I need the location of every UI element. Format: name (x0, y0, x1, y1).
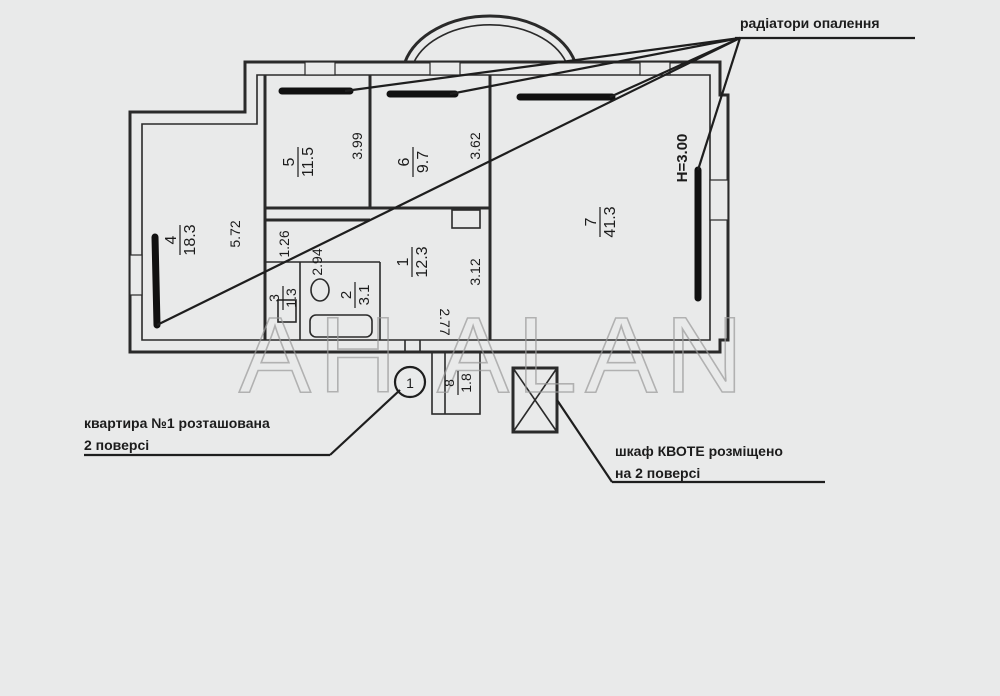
room-3-label: 3 1.3 (266, 286, 299, 310)
room-5-label: 5 11.5 (281, 147, 317, 177)
dimension-3-99: 3.99 (349, 132, 365, 159)
radiator-leaders (156, 36, 915, 326)
radiators-legend-label: радіатори опалення (740, 15, 880, 31)
room-number: 3 (266, 294, 282, 302)
room-2-label: 2 3.1 (338, 282, 373, 308)
bathroom-fixtures (277, 278, 373, 338)
room-area: 1.3 (283, 288, 299, 308)
room-number: 1 (395, 257, 412, 266)
dimension-1-26: 1.26 (276, 230, 292, 257)
ceiling-height: H=3.00 (674, 134, 691, 183)
room-4-label: 4 18.3 (163, 224, 199, 255)
room-number: 6 (396, 157, 413, 166)
room-number: 8 (441, 379, 457, 387)
windows (129, 61, 729, 296)
outer-wall (128, 60, 730, 354)
radiator-room4 (151, 233, 161, 329)
room-7-label: 7 41.3 (583, 206, 619, 237)
dimension-3-62: 3.62 (467, 132, 483, 159)
entrance-block (404, 340, 481, 415)
balcony-arc-inner (413, 24, 567, 63)
dimension-2-77: 2.77 (437, 308, 453, 335)
cabinet-note-line1: шкаф КВОТЕ розміщено (615, 443, 783, 459)
room-6-label: 6 9.7 (396, 147, 432, 177)
room-number: 5 (281, 157, 298, 166)
room-8-label: 8 1.8 (441, 371, 474, 395)
dimension-5-72: 5.72 (227, 220, 243, 247)
room-number: 2 (338, 291, 355, 299)
room-number: 7 (583, 217, 600, 226)
room-area: 9.7 (415, 151, 432, 173)
note-leaders (84, 389, 825, 484)
room-1-label: 1 12.3 (395, 246, 431, 277)
room-area: 41.3 (602, 206, 619, 237)
apartment-marker-circle (393, 365, 427, 399)
radiators (151, 87, 702, 329)
cabinet-note-line2: на 2 поверсі (615, 465, 700, 481)
room-number: 4 (163, 235, 180, 244)
room-area: 12.3 (414, 246, 431, 277)
room-area: 3.1 (356, 285, 373, 306)
room-area: 1.8 (458, 373, 474, 393)
apartment-note-line1: квартира №1 розташована (84, 415, 270, 431)
balcony-arc (403, 14, 577, 63)
room-area: 18.3 (182, 224, 199, 255)
room-area: 11.5 (300, 147, 317, 177)
apartment-marker-number: 1 (406, 375, 414, 391)
inner-wall-line (141, 74, 711, 341)
dimension-2-94: 2.94 (309, 248, 325, 275)
apartment-note-line2: 2 поверсі (84, 437, 149, 453)
watermark: AH ALAN (239, 294, 751, 415)
dimension-3-12: 3.12 (467, 258, 483, 285)
interior-walls (263, 75, 492, 340)
